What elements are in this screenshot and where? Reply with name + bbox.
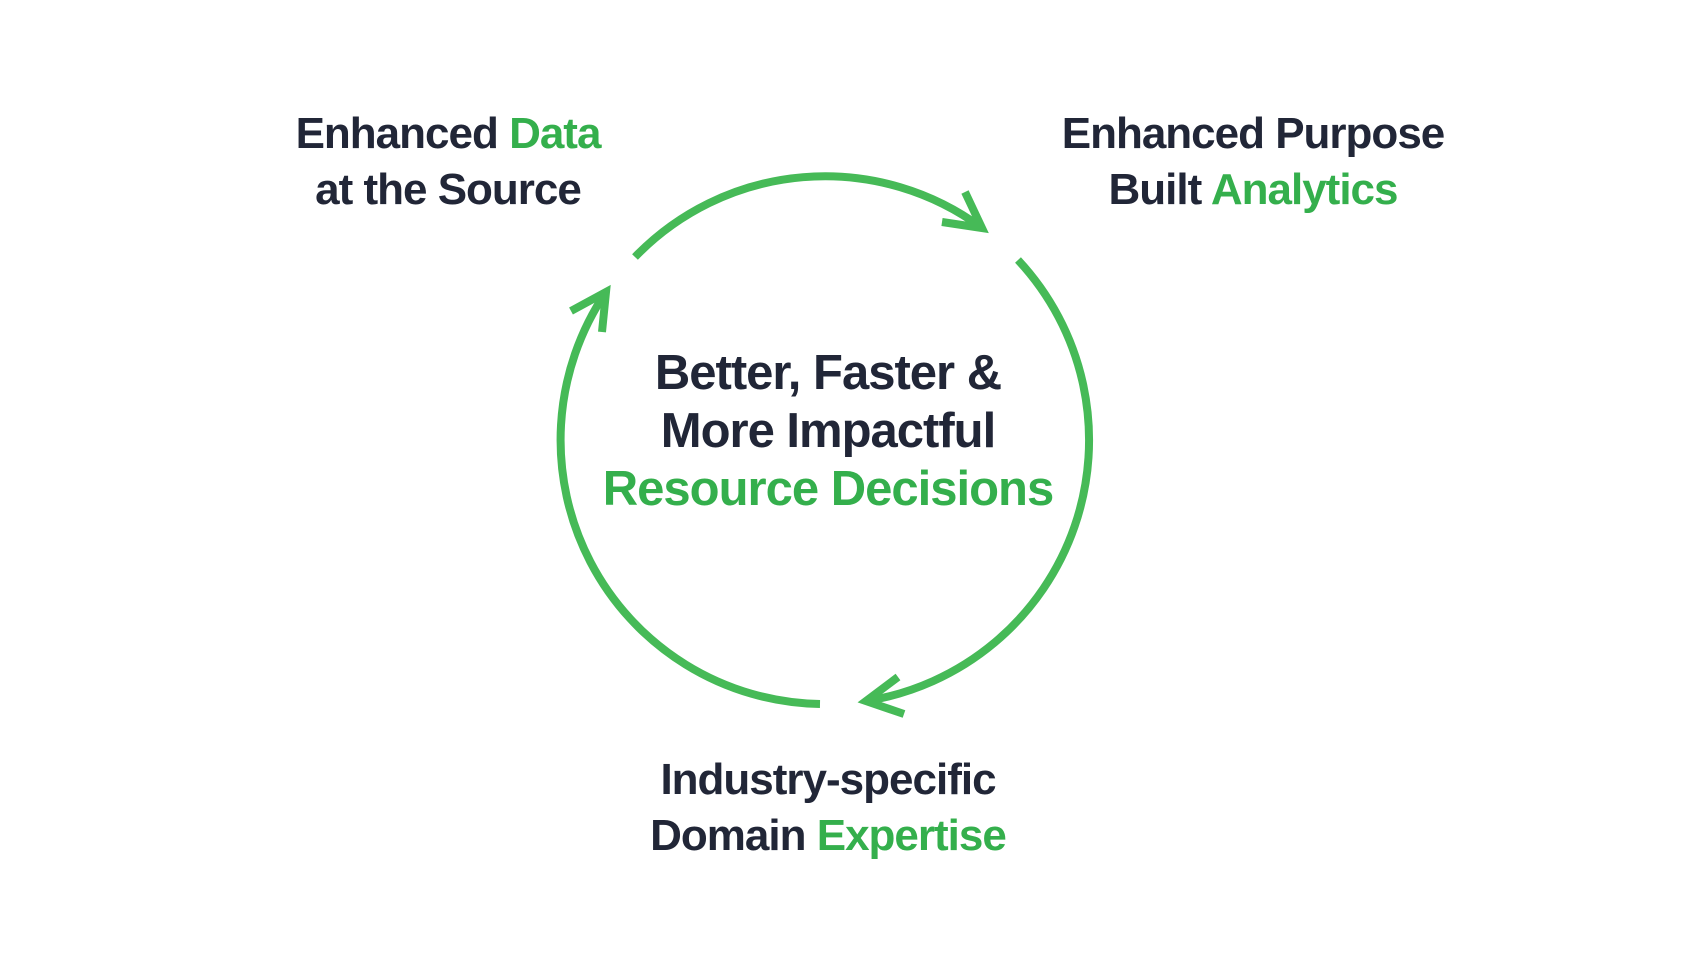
label-text-dark: Built	[1108, 165, 1211, 214]
label-text-green: Analytics	[1210, 165, 1399, 214]
node-label-domain-expertise: Industry-specific Domain Expertise	[628, 752, 1028, 864]
arrow-down-right-icon	[941, 190, 989, 234]
label-text-green: Data	[509, 109, 601, 158]
center-label-line1: Better, Faster &	[654, 346, 1002, 400]
node-label-line: Domain Expertise	[628, 808, 1028, 864]
node-label-line: Built Analytics	[1053, 162, 1453, 218]
node-label-line: Enhanced Purpose	[1053, 106, 1453, 162]
cycle-center-label: Better, Faster & More Impactful Resource…	[578, 344, 1078, 518]
cycle-arc-right	[865, 257, 1094, 705]
label-text-dark: Domain	[650, 811, 817, 860]
node-label-line: Enhanced Data	[248, 106, 648, 162]
node-label-enhanced-analytics: Enhanced Purpose Built Analytics	[1053, 106, 1453, 218]
cycle-arc-top	[632, 172, 985, 260]
arrow-up-right-icon	[569, 284, 611, 333]
cycle-arc-left	[556, 289, 821, 708]
label-text-dark: Industry-specific	[660, 755, 996, 804]
center-label-line3: Resource Decisions	[602, 462, 1054, 516]
label-text-dark: Enhanced	[295, 109, 510, 158]
node-label-line: Industry-specific	[628, 752, 1028, 808]
label-text-green: Expertise	[816, 811, 1007, 860]
arrow-left-icon	[857, 673, 906, 718]
node-label-line: at the Source	[248, 162, 648, 218]
label-text-dark: Enhanced Purpose	[1061, 109, 1446, 158]
center-label-line2: More Impactful	[660, 404, 996, 458]
node-label-enhanced-data: Enhanced Data at the Source	[248, 106, 648, 218]
label-text-dark: at the Source	[315, 165, 582, 214]
